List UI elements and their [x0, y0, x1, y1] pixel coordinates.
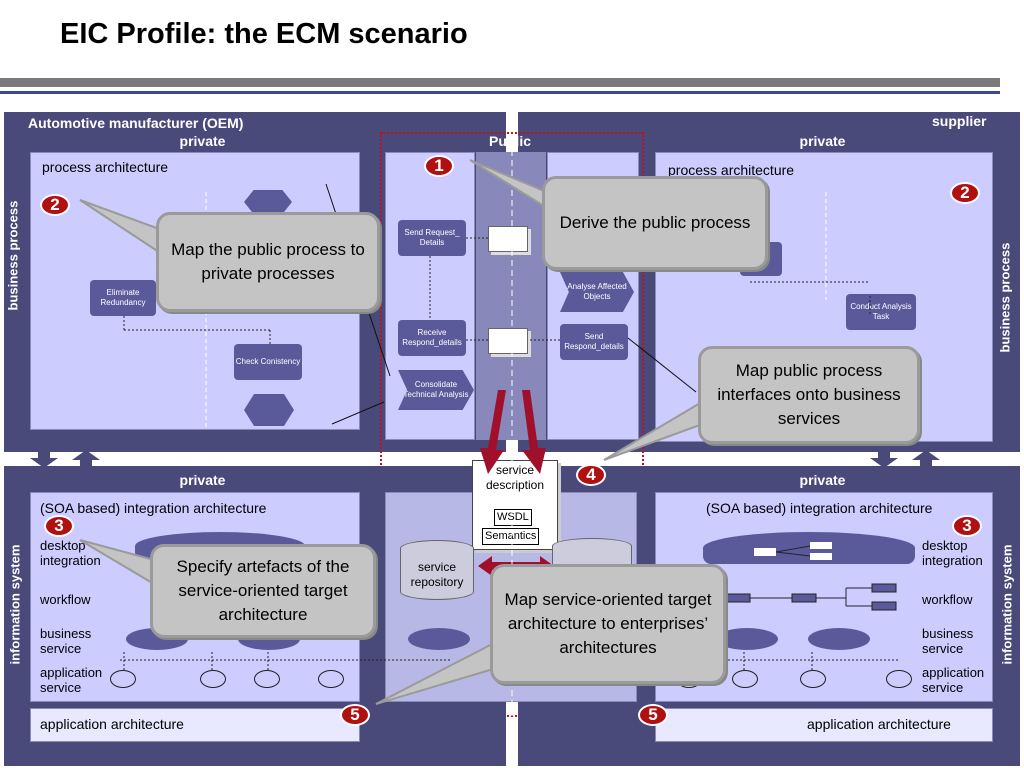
supplier-label: supplier — [932, 113, 987, 129]
service-repository-label: service repository — [410, 560, 464, 589]
supplier-app-service-3 — [800, 670, 826, 688]
oem-private-header: private — [179, 133, 226, 149]
oem-process-heading: process architecture — [42, 159, 169, 175]
oem-label: Automotive manufacturer (OEM) — [28, 115, 244, 131]
oem-application-architecture — [30, 708, 360, 742]
hexagon-start-shape — [244, 190, 292, 214]
supplier-business-service-ellipse-2 — [808, 628, 870, 650]
page-title: EIC Profile: the ECM scenario — [60, 18, 468, 50]
oem-row-business: business service — [40, 626, 92, 656]
supplier-application-architecture — [655, 708, 993, 742]
message-envelope-1 — [488, 226, 528, 252]
step-2-badge-left: 2 — [40, 194, 70, 216]
supplier-integration-heading: (SOA based) integration architecture — [706, 500, 933, 516]
service-repository-cylinder — [400, 540, 474, 600]
send-respond-details-task: Send Respond_details — [560, 324, 628, 360]
step-3-badge-right: 3 — [952, 515, 982, 537]
map-interfaces-callout: Map public process interfaces onto busin… — [698, 346, 920, 444]
bottom-oem-private-header: private — [179, 472, 226, 488]
oem-integration-heading: (SOA based) integration architecture — [40, 500, 267, 516]
oem-row-application: application service — [40, 665, 103, 695]
receive-respond-details-task: Receive Respond_details — [398, 320, 466, 356]
connector-arrows-left — [30, 450, 110, 468]
updown-arrows-left-icon — [30, 450, 100, 468]
message-envelope-2 — [488, 328, 528, 354]
public-header: Public — [488, 133, 531, 149]
supplier-row-business: business service — [922, 626, 974, 656]
supplier-row-desktop: desktop integration — [922, 538, 983, 568]
header-rule-thin — [0, 91, 1000, 94]
step-5-badge-left: 5 — [340, 704, 370, 726]
step-5-badge-right: 5 — [638, 704, 668, 726]
step-3-badge-left: 3 — [44, 515, 74, 537]
map-soa-callout: Map service-oriented target architecture… — [490, 564, 726, 684]
step-4-badge: 4 — [576, 464, 606, 486]
conduct-analysis-task: Conduct Analysis Task — [846, 294, 916, 330]
step-2-badge-right: 2 — [950, 182, 980, 204]
specify-artefacts-callout: Specify artefacts of the service-oriente… — [150, 544, 376, 638]
send-request-details-task: Send Request_ Details — [398, 220, 466, 256]
updown-arrows-right-icon — [870, 450, 940, 468]
supplier-row-workflow: workflow — [922, 592, 973, 607]
oem-app-service-1 — [110, 670, 136, 688]
semantics-label: Semantics — [482, 528, 540, 545]
center-business-service-ellipse — [408, 628, 470, 650]
step-1-badge: 1 — [424, 155, 454, 177]
supplier-application-architecture-label: application architecture — [807, 716, 951, 732]
wsdl-label: WSDL — [494, 509, 532, 526]
connector-arrows-right — [870, 450, 950, 468]
oem-row-desktop: desktop integration — [40, 538, 101, 568]
oem-app-service-4 — [318, 670, 344, 688]
supplier-row-application: application service — [922, 665, 985, 695]
analyse-affected-objects-task: Analyse Affected Objects — [560, 272, 634, 312]
supplier-private-header: private — [799, 133, 846, 149]
supplier-app-service-2 — [732, 670, 758, 688]
oem-app-service-2 — [200, 670, 226, 688]
eliminate-redundancy-task: Eliminate Redundancy — [90, 280, 156, 316]
supplier-process-heading: process architecture — [668, 162, 795, 178]
hexagon-end-shape — [244, 394, 294, 426]
red-down-arrows-icon — [480, 390, 546, 474]
bottom-supplier-private-header: private — [799, 472, 846, 488]
service-description-label: service description — [485, 463, 545, 492]
derive-public-process-callout: Derive the public process — [542, 176, 768, 270]
consolidate-technical-analysis-task: Consolidate Technical Analysis — [398, 370, 474, 410]
supplier-workflow-diagram — [725, 542, 897, 611]
map-private-process-callout: Map the public process to private proces… — [156, 212, 380, 312]
supplier-desktop-shape — [703, 532, 915, 564]
oem-application-architecture-label: application architecture — [40, 716, 184, 732]
service-description-document — [472, 460, 558, 550]
supplier-app-service-4 — [886, 670, 912, 688]
supplier-business-service-ellipse-1 — [716, 628, 778, 650]
oem-app-service-3 — [254, 670, 280, 688]
header-rule — [0, 78, 1000, 87]
oem-row-workflow: workflow — [40, 592, 91, 607]
check-consistency-task: Check Conistency — [234, 344, 302, 380]
